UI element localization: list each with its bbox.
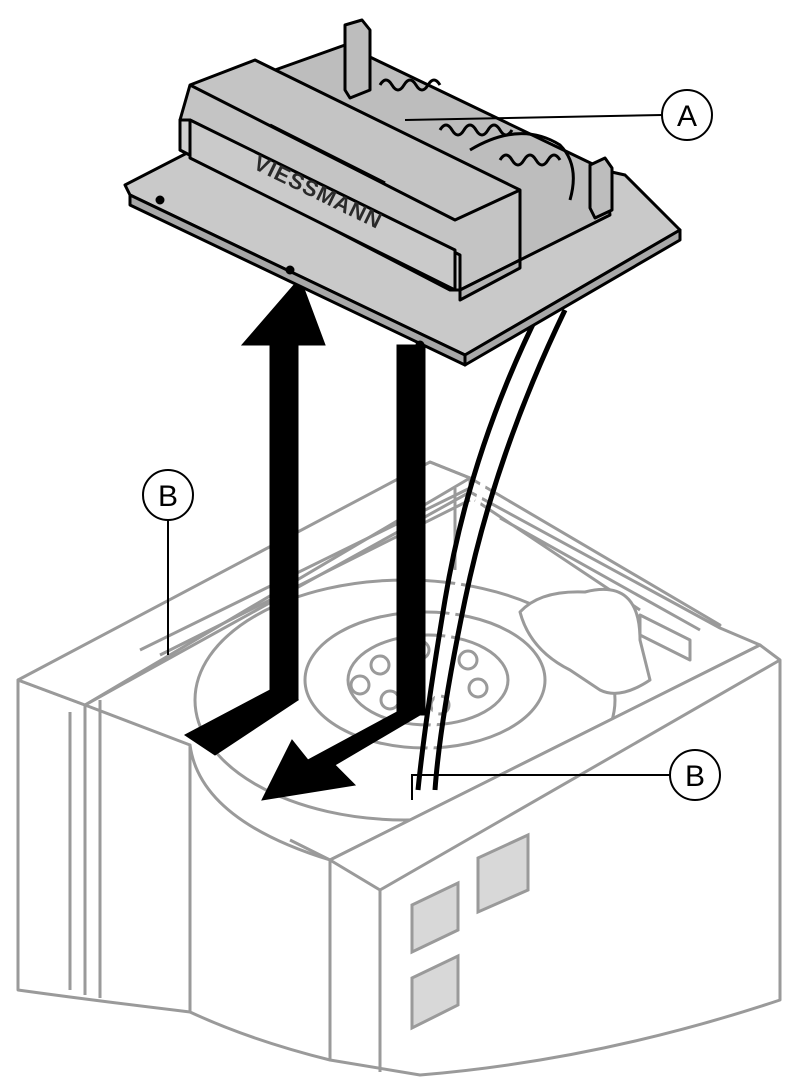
arrow-down-head bbox=[261, 711, 427, 801]
callout-a-label: A bbox=[677, 100, 697, 133]
cable bbox=[432, 308, 568, 791]
arrow-down[interactable] bbox=[396, 344, 426, 716]
module-face bbox=[188, 118, 457, 292]
burner-bolt bbox=[467, 677, 489, 699]
mounting-hole bbox=[285, 265, 295, 275]
callout-b-right[interactable]: B bbox=[411, 749, 721, 801]
burner-bolt bbox=[369, 654, 391, 676]
front-right-edge bbox=[329, 658, 781, 1072]
arrow-up[interactable] bbox=[240, 277, 326, 701]
lid-seam bbox=[189, 83, 521, 222]
mounting-plate-edge-right bbox=[463, 228, 682, 367]
vent-panel bbox=[476, 832, 530, 915]
right-post bbox=[588, 156, 614, 220]
left-post bbox=[343, 18, 372, 100]
cable-highlight bbox=[423, 310, 555, 791]
mounting-hole bbox=[155, 195, 165, 205]
cable-bundle bbox=[415, 308, 568, 791]
inner-frame bbox=[139, 486, 701, 657]
callout-b-right-label: B bbox=[685, 760, 705, 793]
callout-b-right-circle bbox=[669, 749, 721, 801]
right-bracket bbox=[638, 613, 692, 662]
installation-arrows bbox=[184, 277, 427, 801]
fan-housing bbox=[518, 587, 652, 695]
arrow-up-base bbox=[184, 689, 300, 756]
callout-b-left-label: B bbox=[158, 480, 178, 513]
spring-coils bbox=[378, 78, 575, 201]
callout-b-right-leader bbox=[411, 774, 670, 800]
mounting-hole bbox=[415, 340, 425, 350]
cable bbox=[415, 308, 543, 791]
vent-panel bbox=[410, 953, 460, 1031]
vent-panel bbox=[410, 880, 460, 955]
callout-a[interactable]: A bbox=[404, 89, 713, 141]
callout-a-circle bbox=[661, 89, 713, 141]
burner-bolt bbox=[457, 649, 479, 671]
callout-b-left-circle bbox=[142, 469, 194, 521]
left-side-panel bbox=[16, 678, 192, 1014]
burner-bolt bbox=[349, 674, 371, 696]
control-module[interactable] bbox=[123, 18, 682, 367]
callout-a-leader bbox=[404, 114, 663, 121]
vent-panels bbox=[410, 832, 530, 1031]
callout-b-left[interactable]: B bbox=[142, 469, 194, 655]
